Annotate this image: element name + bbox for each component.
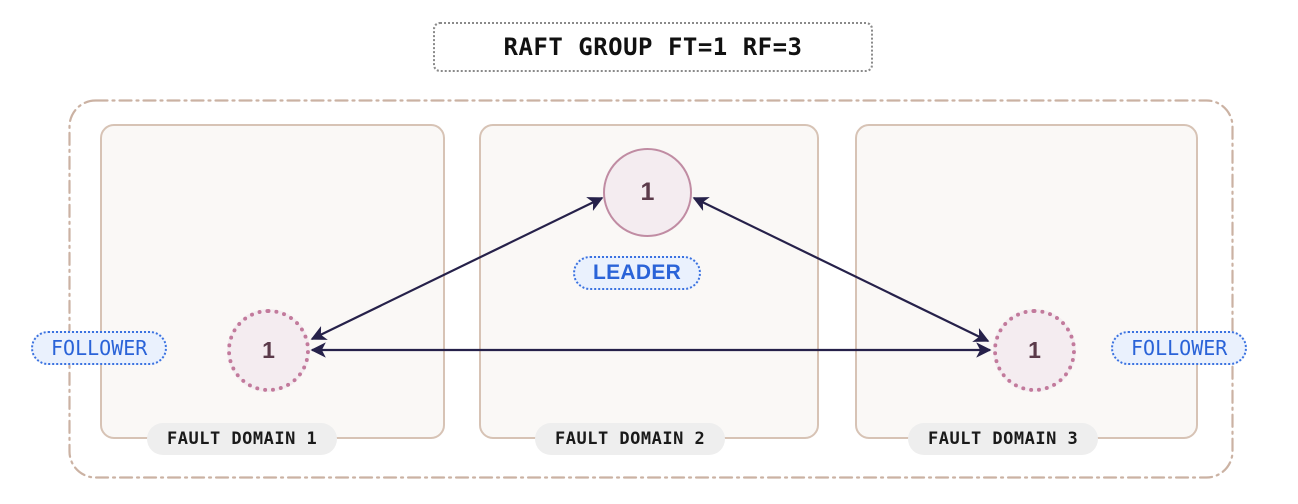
node-follower-3-label: 1 [1028, 337, 1041, 363]
fault-domain-3-label-text: FAULT DOMAIN 3 [928, 429, 1079, 449]
role-badge-follower-left-text: FOLLOWER [51, 336, 148, 360]
fault-domain-2-label-text: FAULT DOMAIN 2 [555, 429, 706, 449]
role-badge-leader-text: LEADER [593, 261, 682, 284]
node-leader[interactable]: 1 [603, 148, 692, 237]
role-badge-follower-right: FOLLOWER [1111, 331, 1248, 365]
role-badge-follower-right-text: FOLLOWER [1131, 336, 1228, 360]
fault-domain-2-label: FAULT DOMAIN 2 [535, 423, 726, 455]
fault-domain-3-box [855, 124, 1198, 439]
raft-group-title-box: RAFT GROUP FT=1 RF=3 [433, 22, 873, 72]
fault-domain-1-label: FAULT DOMAIN 1 [147, 423, 338, 455]
fault-domain-1-label-text: FAULT DOMAIN 1 [167, 429, 318, 449]
role-badge-leader: LEADER [573, 256, 702, 290]
node-follower-3[interactable]: 1 [993, 309, 1076, 392]
fault-domain-3-label: FAULT DOMAIN 3 [908, 423, 1099, 455]
node-follower-1[interactable]: 1 [227, 309, 310, 392]
raft-group-boundary [68, 99, 1234, 479]
role-badge-follower-left: FOLLOWER [31, 331, 168, 365]
page-title: RAFT GROUP FT=1 RF=3 [503, 33, 803, 61]
node-follower-1-label: 1 [262, 337, 275, 363]
node-leader-label: 1 [640, 178, 655, 206]
